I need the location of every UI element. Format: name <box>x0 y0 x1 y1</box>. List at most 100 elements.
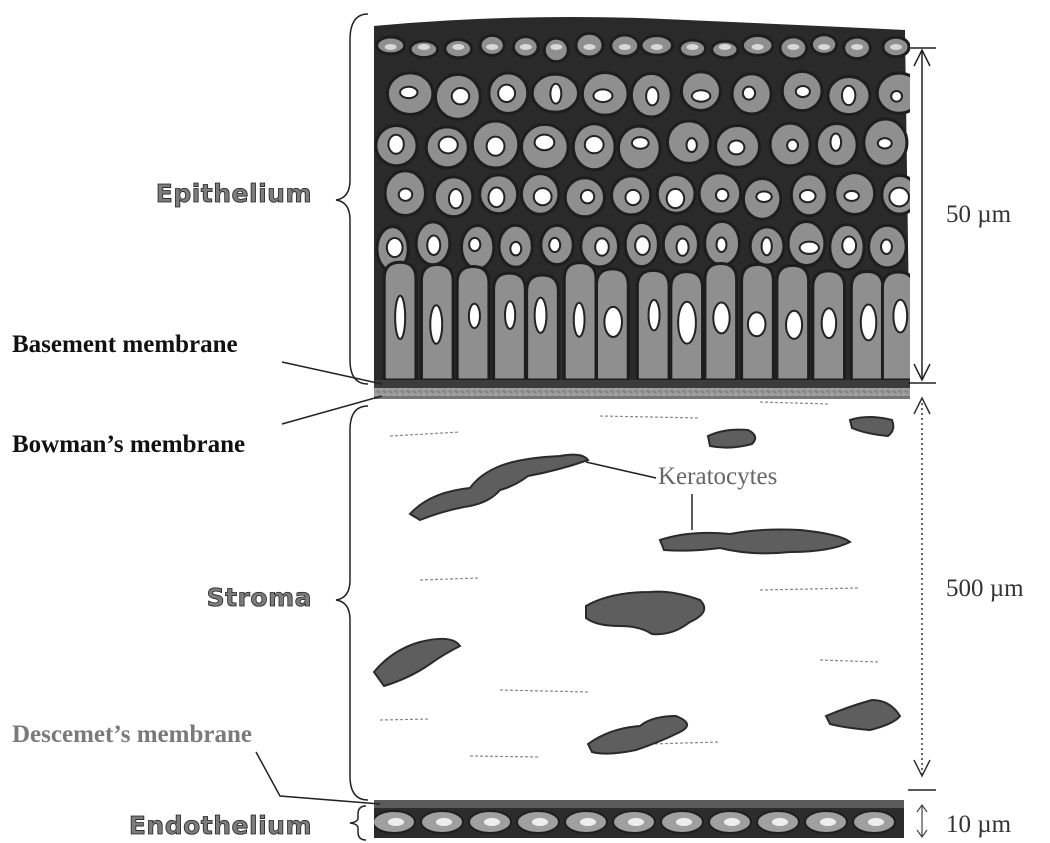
endothelial-cell <box>613 811 655 833</box>
epithelial-cell <box>869 225 907 268</box>
epithelial-cell <box>681 72 720 111</box>
collagen-fiber <box>470 756 540 757</box>
keratocytes-label: Keratocytes <box>658 463 777 490</box>
epithelial-cell <box>780 37 807 59</box>
epithelial-cell <box>679 40 705 57</box>
epithelial-cell <box>671 272 703 380</box>
epithelial-cell <box>435 74 480 119</box>
epithelial-cell <box>565 178 604 217</box>
epithelial-cell <box>791 174 827 216</box>
keratocyte <box>410 455 588 520</box>
epithelial-cell <box>434 177 473 217</box>
epithelial-cell <box>883 37 909 57</box>
epithelial-cell <box>788 221 825 265</box>
collagen-fiber <box>650 742 720 744</box>
epithelial-cell <box>657 175 695 214</box>
epithelial-cell <box>384 262 416 380</box>
stroma-thickness: 500 µm <box>946 575 1024 602</box>
epithelium-brace <box>336 14 368 384</box>
epithelial-cell <box>410 41 438 58</box>
epithelium-tissue <box>374 17 921 384</box>
epithelial-cell <box>631 73 671 117</box>
stroma-brace <box>336 406 368 800</box>
epithelial-cell <box>612 176 651 215</box>
epithelial-cell <box>641 36 672 56</box>
epithelial-cell <box>712 41 738 58</box>
collagen-fiber <box>390 432 460 436</box>
epithelial-cell <box>513 37 538 57</box>
epithelial-cell <box>813 271 845 380</box>
epithelial-cell <box>426 127 468 168</box>
basement-membrane-leader <box>282 362 382 384</box>
epithelial-cell <box>576 33 603 57</box>
epithelium-label: Epithelium <box>156 179 312 208</box>
collagen-fiber <box>760 402 830 404</box>
bowman-membrane-leader <box>282 396 382 424</box>
endothelial-cell <box>469 811 511 833</box>
basement-membrane-band <box>374 380 910 399</box>
endothelium-thickness: 10 µm <box>946 811 1012 838</box>
epithelial-cell <box>743 178 780 219</box>
epithelial-cell <box>461 226 493 269</box>
epithelial-cell <box>573 124 615 170</box>
collagen-fiber <box>500 690 590 692</box>
epithelial-cell <box>716 126 760 168</box>
epithelial-cell <box>564 263 596 380</box>
basement-membrane-label: Basement membrane <box>12 331 238 358</box>
epithelial-cell <box>667 121 710 164</box>
bowman-membrane-label: Bowman’s membrane <box>12 431 245 458</box>
epithelial-cell <box>864 119 907 166</box>
epithelial-cell <box>480 175 518 214</box>
epithelial-cell <box>597 269 629 380</box>
endothelium-tissue <box>373 800 904 838</box>
endothelium-brace <box>350 806 366 840</box>
endothelial-cell <box>517 811 559 833</box>
epithelial-cell <box>705 263 737 380</box>
epithelial-cell <box>376 125 417 165</box>
epithelial-cell <box>851 272 883 380</box>
endothelial-cell <box>709 811 751 833</box>
epithelial-cell <box>742 36 773 56</box>
keratocytes-leader-1 <box>586 462 656 478</box>
epithelial-cell <box>750 227 784 265</box>
endothelial-cell <box>757 811 799 833</box>
endothelium-label: Endothelium <box>129 811 312 840</box>
endothelial-cell <box>373 811 415 833</box>
epithelial-cell <box>521 124 568 169</box>
epithelial-cell <box>811 35 836 55</box>
epithelial-cell <box>611 35 639 56</box>
epithelial-cell <box>742 264 774 380</box>
epithelial-cell <box>544 38 568 62</box>
epithelial-cell <box>835 173 875 215</box>
epithelial-cell <box>489 73 528 114</box>
stroma-tissue <box>374 402 900 757</box>
keratocyte <box>826 700 900 730</box>
collagen-fiber <box>760 588 860 590</box>
epithelium-thickness: 50 µm <box>946 201 1012 228</box>
epithelial-cell <box>387 73 432 115</box>
epithelial-cell <box>618 126 660 170</box>
epithelial-cell <box>582 72 628 115</box>
endothelial-cell <box>805 811 847 833</box>
descemet-membrane-leader <box>256 752 380 804</box>
keratocyte <box>374 639 460 686</box>
keratocyte <box>660 530 850 554</box>
epithelial-cell <box>541 225 573 264</box>
epithelial-cell <box>625 222 658 266</box>
epithelial-cell <box>581 225 619 267</box>
epithelial-cell <box>385 171 425 216</box>
epithelial-cell <box>732 74 771 114</box>
collagen-fiber <box>600 416 700 418</box>
epithelial-cell <box>377 37 405 54</box>
epithelial-cell <box>877 73 921 113</box>
collagen-fiber <box>380 719 430 720</box>
collagen-fiber <box>820 660 880 662</box>
epithelial-cell <box>480 35 504 55</box>
epithelial-cell <box>532 74 578 112</box>
epithelial-cell <box>830 225 864 270</box>
epithelial-cell <box>782 71 822 110</box>
epithelial-cell <box>472 121 518 168</box>
epithelial-cell <box>494 273 526 380</box>
epithelial-cell <box>816 123 857 166</box>
